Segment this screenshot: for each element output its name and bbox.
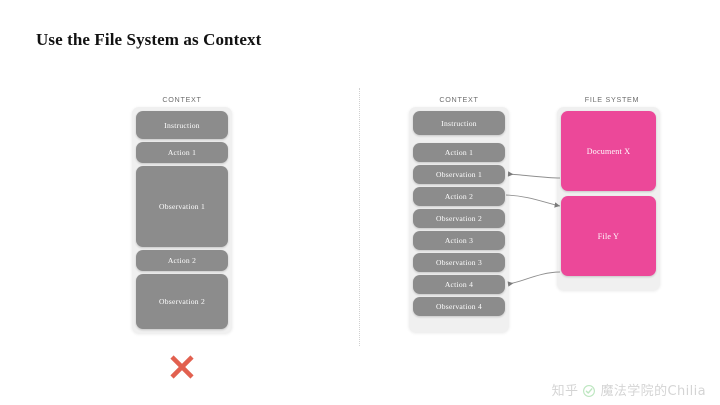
cross-icon (167, 352, 197, 382)
right-block-instruction-label: Instruction (441, 118, 477, 128)
right-block-action-1-label: Action 1 (444, 148, 474, 157)
left-context-caption: CONTEXT (162, 95, 202, 104)
right-block-action-2-label: Action 2 (444, 192, 474, 201)
watermark: 知乎 魔法学院的Chilia (552, 380, 706, 399)
right-block-observation-3: Observation 3 (413, 253, 505, 272)
connector-action2-to-filey (505, 194, 561, 208)
left-block-observation-2-label: Observation 2 (158, 297, 206, 306)
left-block-observation-1: Observation 1 (136, 166, 228, 247)
left-block-observation-2: Observation 2 (136, 274, 228, 329)
file-block-file-y-label: File Y (597, 231, 620, 241)
right-block-observation-2: Observation 2 (413, 209, 505, 228)
right-block-action-4: Action 4 (413, 275, 505, 294)
verified-check-icon (583, 384, 596, 397)
connector-documentx-to-observation1 (507, 171, 561, 179)
right-block-observation-1: Observation 1 (413, 165, 505, 184)
left-block-observation-1-label: Observation 1 (158, 202, 206, 211)
right-block-action-2: Action 2 (413, 187, 505, 206)
left-block-instruction-label: Instruction (164, 120, 200, 130)
right-block-action-3: Action 3 (413, 231, 505, 250)
right-block-action-1: Action 1 (413, 143, 505, 162)
file-block-document-x: Document X (561, 111, 656, 191)
right-block-observation-4: Observation 4 (413, 297, 505, 316)
right-context-caption: CONTEXT (439, 95, 479, 104)
left-block-action-1-label: Action 1 (167, 148, 197, 157)
right-block-observation-1-label: Observation 1 (435, 170, 483, 179)
page-title: Use the File System as Context (36, 30, 262, 49)
section-divider (359, 88, 360, 346)
right-block-instruction: Instruction (413, 111, 505, 135)
left-block-action-1: Action 1 (136, 142, 228, 163)
right-block-action-4-label: Action 4 (444, 280, 474, 289)
right-block-observation-3-label: Observation 3 (435, 258, 483, 267)
connector-filey-to-action4 (507, 271, 561, 287)
watermark-site: 知乎 (551, 384, 579, 399)
watermark-author: 魔法学院的Chilia (600, 384, 706, 399)
left-block-action-2-label: Action 2 (167, 256, 197, 265)
file-block-file-y: File Y (561, 196, 656, 276)
right-block-action-3-label: Action 3 (444, 236, 474, 245)
file-system-caption: FILE SYSTEM (584, 95, 640, 104)
right-block-observation-2-label: Observation 2 (435, 214, 483, 223)
left-block-action-2: Action 2 (136, 250, 228, 271)
file-block-document-x-label: Document X (586, 146, 631, 156)
right-block-observation-4-label: Observation 4 (435, 302, 483, 311)
left-block-instruction: Instruction (136, 111, 228, 139)
